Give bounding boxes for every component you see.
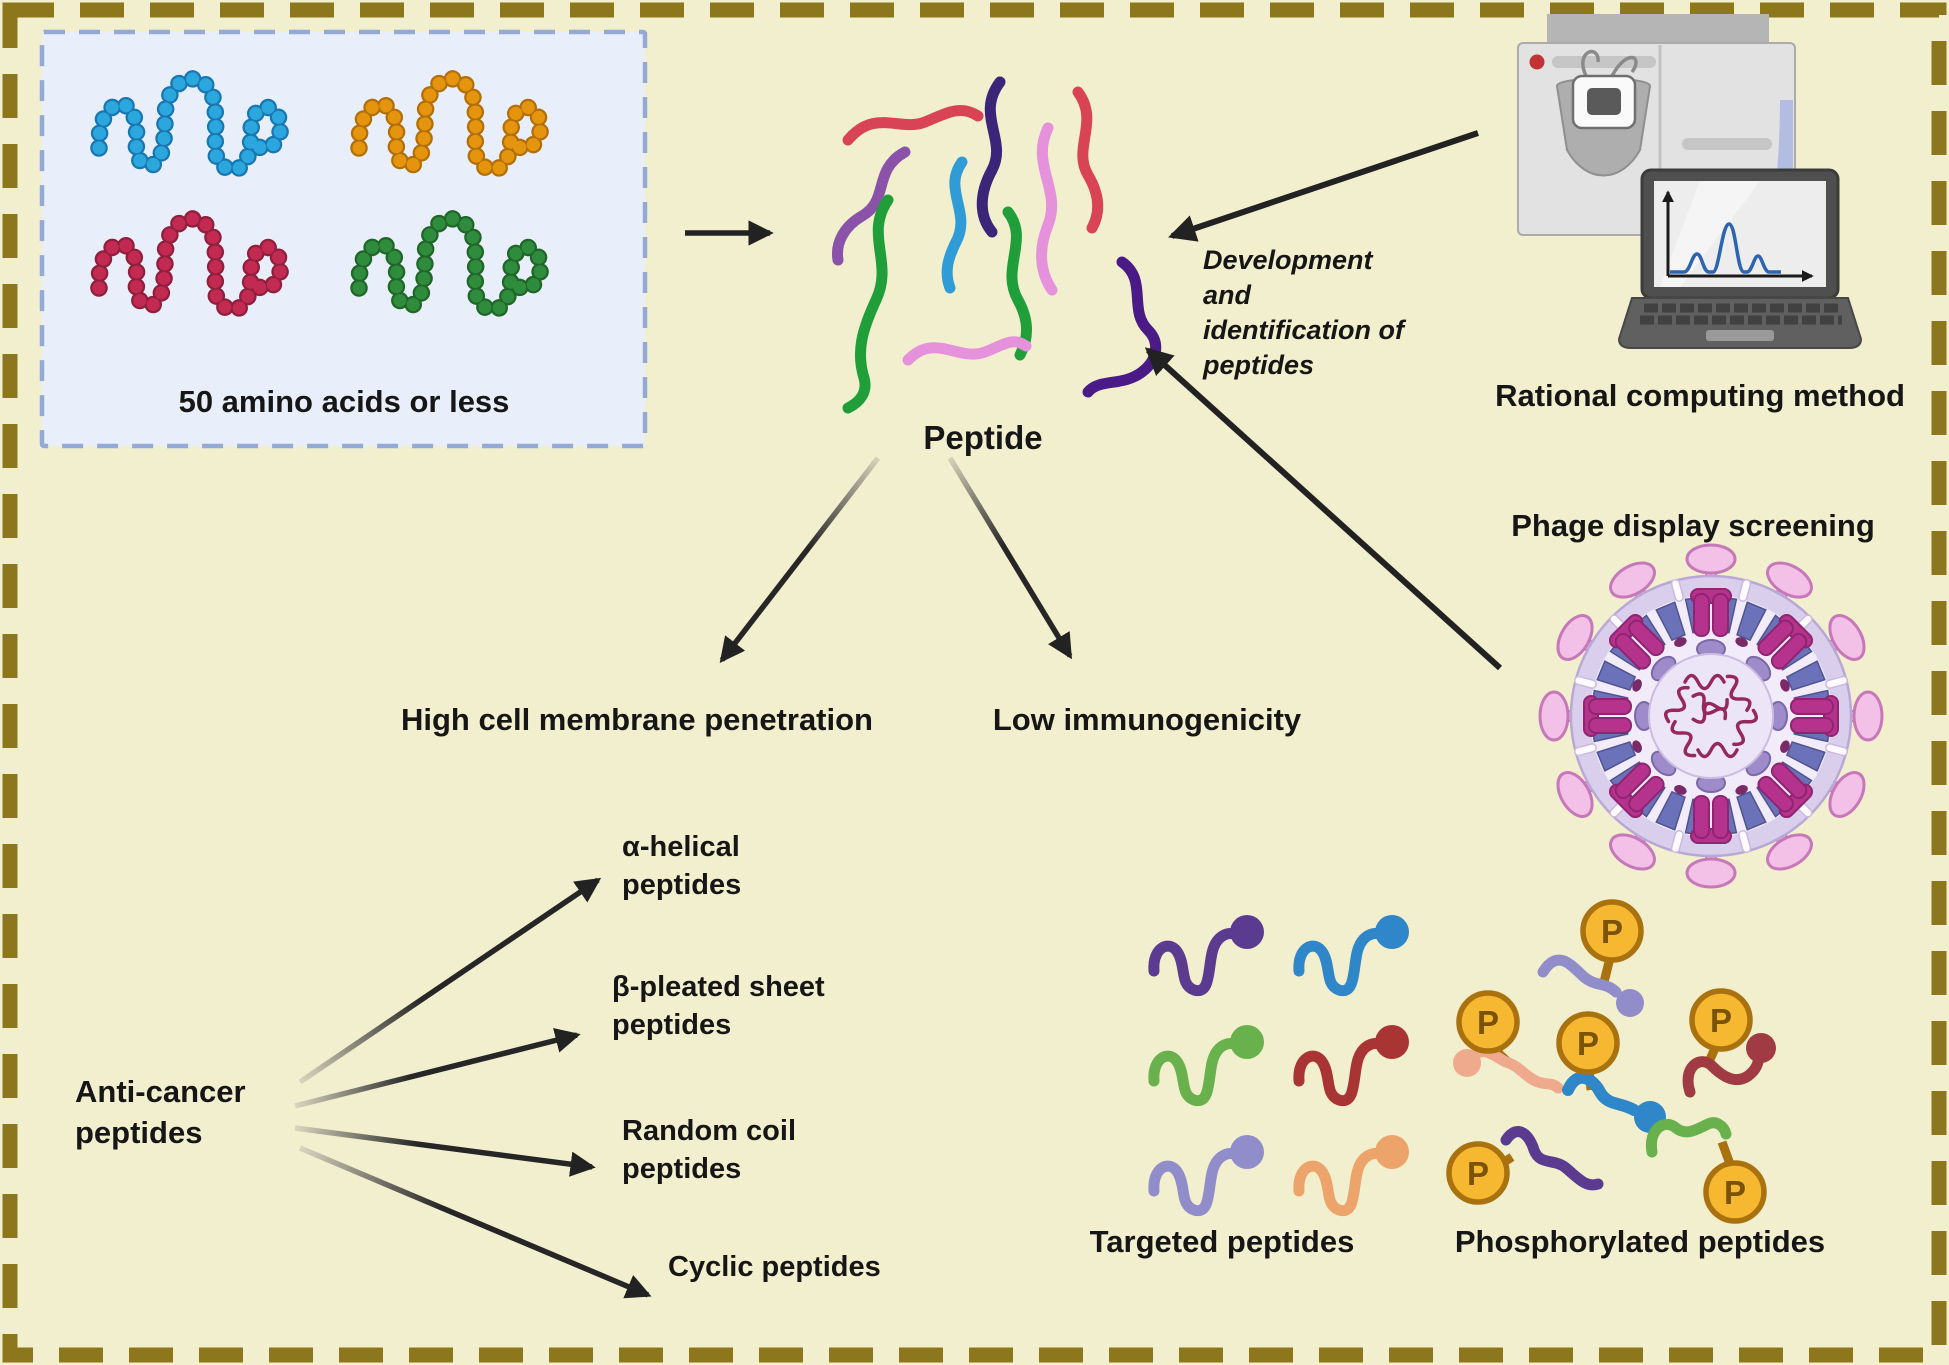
targeted-peptide-blue [1299,915,1409,991]
phospho-peptide-darkred: P [1682,988,1776,1098]
type-random-coil: Random coil peptides [622,1115,797,1186]
phosphate-label: P [1724,1174,1746,1211]
phage-screening-label: Phage display screening [1511,508,1875,543]
phospho-peptides-group: P P P P P [1446,899,1776,1224]
type-alpha-helical: α-helical peptides [622,831,742,902]
arrow-phage-to-peptide [1144,347,1503,671]
arrow-peptide-to-immunogenicity [947,456,1073,660]
phosphate-label: P [1477,1004,1499,1041]
phospho-peptide-salmon: P [1453,990,1564,1094]
phosphate-label: P [1467,1155,1489,1192]
phosphate-label: P [1577,1025,1599,1062]
arrow-peptide-to-penetration [719,456,881,664]
phage-icon [1538,543,1884,889]
targeted-peptides-label: Targeted peptides [1089,1224,1355,1259]
phospho-peptide-green: P [1645,1117,1767,1224]
peptide-label: Peptide [923,419,1043,456]
phospho-peptide-lavender: P [1537,899,1644,1017]
targeted-peptides-group [1154,915,1409,1211]
targeted-peptide-red [1299,1025,1409,1101]
amino-box-label: 50 amino acids or less [178,384,510,419]
type-cyclic: Cyclic peptides [668,1251,881,1283]
low-immunogenicity-label: Low immunogenicity [992,702,1302,737]
rational-method-label: Rational computing method [1495,378,1905,413]
phospho-peptide-purple: P [1446,1126,1604,1205]
laptop-icon [1617,168,1863,349]
phospho-peptides-label: Phosphorylated peptides [1454,1224,1826,1259]
targeted-peptide-green [1154,1025,1264,1101]
development-note: Development and identification of peptid… [1203,245,1404,381]
anticancer-arrows [294,877,652,1299]
high-penetration-label: High cell membrane penetration [401,702,873,737]
amino-acid-box [39,29,648,449]
type-beta-pleated: β-pleated sheet peptides [612,971,825,1042]
targeted-peptide-lavender [1154,1135,1264,1211]
targeted-peptide-orange [1299,1135,1409,1211]
phosphate-label: P [1601,913,1623,950]
phospho-peptide-blue: P [1556,1011,1666,1133]
targeted-peptide-purple [1154,915,1264,991]
chromatogram-curve [1670,222,1781,274]
peptide-cluster [831,76,1162,414]
arrow-rational-to-peptide [1168,130,1479,242]
phosphate-label: P [1710,1002,1732,1039]
anticancer-label: Anti-cancer peptides [75,1074,246,1150]
